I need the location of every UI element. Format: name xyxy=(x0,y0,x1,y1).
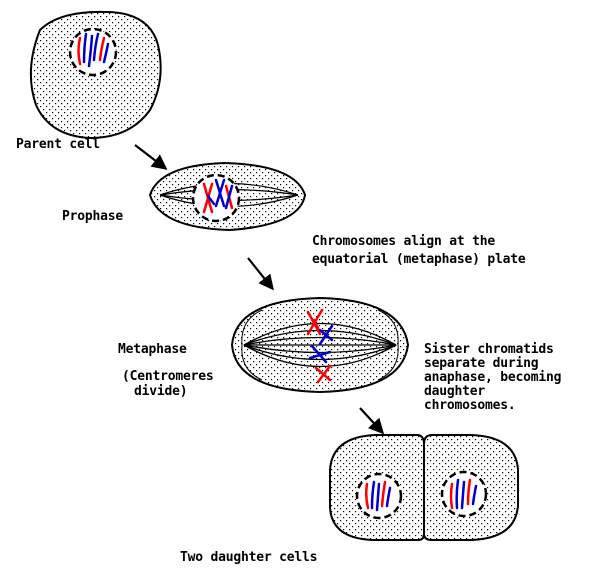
parent-chromosomes xyxy=(77,32,110,68)
label-centromeres-line1: (Centromeres xyxy=(122,369,214,384)
left-daughter-chromosomes xyxy=(364,480,392,512)
arrow-metaphase-to-daughters xyxy=(359,407,385,435)
arrow-parent-to-prophase xyxy=(134,144,168,170)
label-sister-line1: Sister chromatids xyxy=(424,342,554,357)
label-sister-line5: chromosomes. xyxy=(424,398,516,413)
label-align-line1: Chromosomes align at the xyxy=(312,234,496,249)
label-parent-cell: Parent cell xyxy=(16,137,100,152)
label-two-daughter-cells: Two daughter cells xyxy=(180,550,318,565)
metaphase-chromosomes xyxy=(306,308,334,384)
label-sister-line3: anaphase, becoming xyxy=(424,370,562,385)
daughter-cells xyxy=(329,434,519,541)
right-daughter-chromosomes xyxy=(449,478,478,510)
arrow-prophase-to-metaphase xyxy=(247,257,274,291)
label-prophase: Prophase xyxy=(62,209,124,224)
label-centromeres-line2: divide) xyxy=(134,384,188,399)
prophase-cell xyxy=(148,161,307,232)
metaphase-cell xyxy=(230,296,410,394)
label-sister-line2: separate during xyxy=(424,356,539,371)
prophase-chromosomes xyxy=(202,178,234,214)
label-metaphase: Metaphase xyxy=(118,342,187,357)
parent-cell xyxy=(29,10,162,140)
label-sister-line4: daughter xyxy=(424,384,486,399)
label-align-line2: equatorial (metaphase) plate xyxy=(312,252,526,267)
